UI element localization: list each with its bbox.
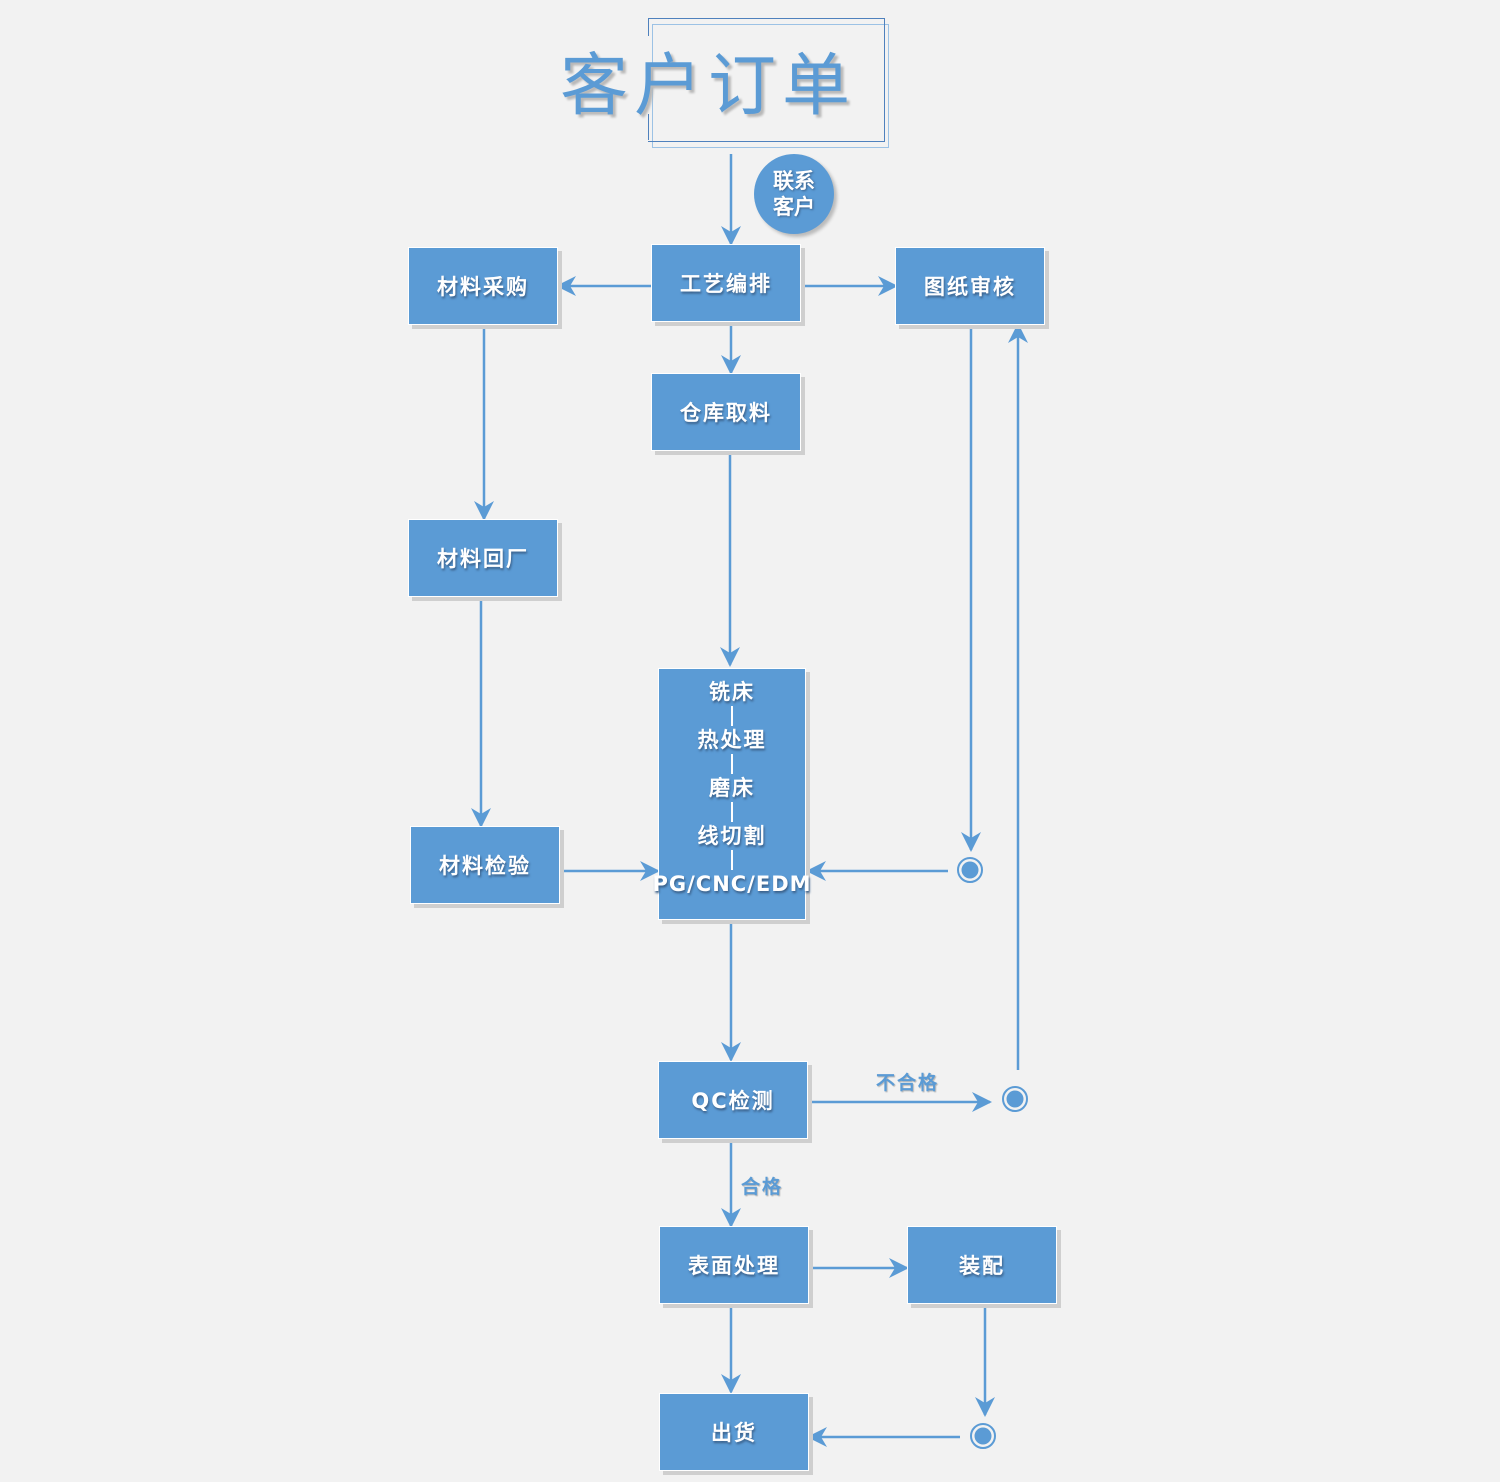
title-frame-inner [652, 24, 889, 148]
title-frame-outer [648, 18, 885, 142]
node-label: 装配 [959, 1254, 1005, 1278]
step-grinding: 磨床 [709, 776, 755, 800]
node-material-return[interactable]: 材料回厂 [408, 519, 558, 597]
contact-line-2: 客户 [773, 195, 815, 219]
node-label: 表面处理 [688, 1254, 780, 1278]
step-separator [731, 850, 733, 870]
node-label: 图纸审核 [924, 275, 1016, 299]
node-shipping[interactable]: 出货 [659, 1393, 809, 1471]
junction-node-1 [957, 857, 983, 883]
node-process-planning[interactable]: 工艺编排 [651, 244, 801, 322]
contact-line-1: 联系 [773, 169, 815, 193]
step-pg-cnc-edm: PG/CNC/EDM [652, 872, 812, 896]
step-separator [731, 802, 733, 822]
title-frame-edge-top [648, 18, 649, 36]
node-qc-inspection[interactable]: QC检测 [658, 1061, 808, 1139]
node-label: 出货 [711, 1421, 757, 1445]
node-label: 材料采购 [437, 275, 529, 299]
node-label: 材料回厂 [437, 547, 529, 571]
title-frame-edge-bottom [648, 114, 649, 140]
node-label: 材料检验 [439, 854, 531, 878]
junction-node-2 [1002, 1086, 1028, 1112]
node-label: 仓库取料 [680, 401, 772, 425]
step-heat-treatment: 热处理 [697, 728, 767, 752]
node-material-purchase[interactable]: 材料采购 [408, 247, 558, 325]
step-separator [731, 706, 733, 726]
node-label: QC检测 [691, 1089, 775, 1113]
node-drawing-review[interactable]: 图纸审核 [895, 247, 1045, 325]
edge-label-pass: 合格 [741, 1176, 784, 1198]
node-label: 工艺编排 [680, 272, 772, 296]
node-warehouse-pick[interactable]: 仓库取料 [651, 373, 801, 451]
node-material-inspection[interactable]: 材料检验 [410, 826, 560, 904]
step-separator [731, 754, 733, 774]
diagram-title: 客户订单 [560, 47, 857, 126]
step-wire-cutting: 线切割 [697, 824, 767, 848]
node-assembly[interactable]: 装配 [907, 1226, 1057, 1304]
junction-node-3 [970, 1423, 996, 1449]
contact-customer-bubble[interactable]: 联系 客户 [754, 154, 834, 234]
step-milling: 铣床 [709, 680, 755, 704]
node-surface-treatment[interactable]: 表面处理 [659, 1226, 809, 1304]
edge-label-fail: 不合格 [876, 1072, 940, 1094]
node-machining[interactable]: 铣床 热处理 磨床 线切割 PG/CNC/EDM [652, 668, 811, 920]
